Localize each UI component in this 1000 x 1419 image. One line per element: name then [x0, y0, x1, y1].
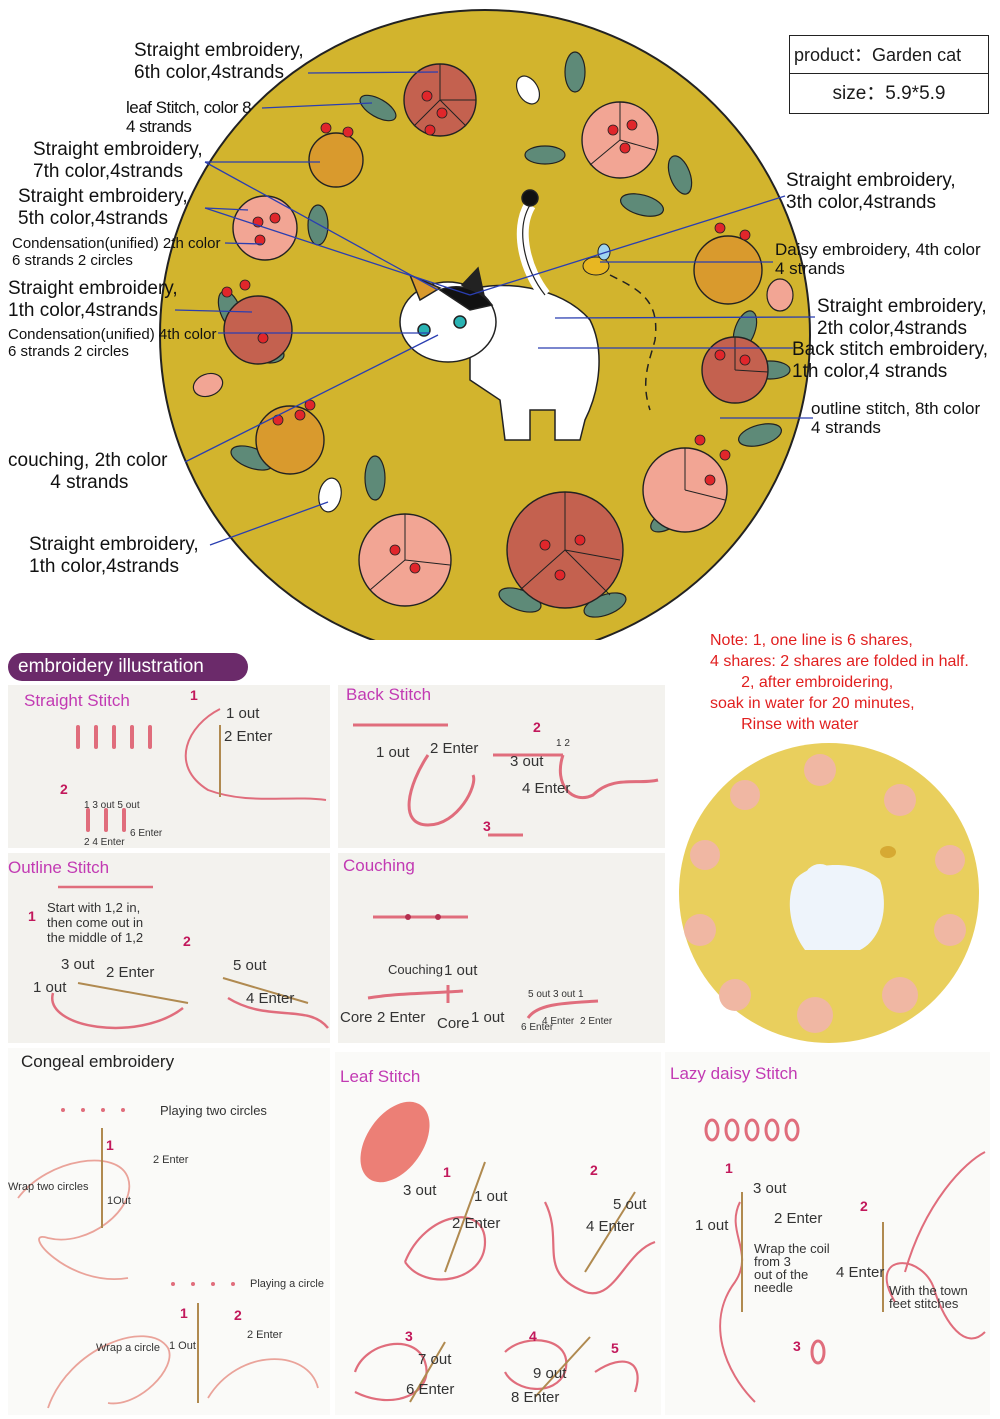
panel-title: Congeal embroidery — [21, 1052, 175, 1071]
panel-title: Straight Stitch — [24, 691, 130, 710]
care-note: Note: 1, one line is 6 shares, 4 shares:… — [710, 632, 969, 733]
product-info-box: product：Garden cat size：5.9*5.9 — [789, 35, 989, 114]
panel-outline-stitch: Outline Stitch 1 Start with 1,2 in, then… — [8, 853, 330, 1043]
panel-straight-stitch: Straight Stitch 1 1 out 2 Enter 2 1 3 ou… — [8, 685, 330, 848]
section-banner: embroidery illustration — [8, 653, 248, 681]
label-straight-7th: Straight embroidery, 7th color,4strands — [33, 139, 203, 182]
label-back-stitch-1th: Back stitch embroidery, 1th color,4 stra… — [792, 339, 989, 382]
label-condensation-4th: Condensation(unified) 4th color 6 strand… — [8, 326, 217, 360]
panel-back-stitch: Back Stitch 1 out 2 Enter 2 3 out 4 Ente… — [338, 685, 665, 848]
label-straight-5th: Straight embroidery, 5th color,4strands — [18, 186, 188, 229]
panel-congeal: Congeal embroidery Playing two circles 1… — [8, 1048, 330, 1415]
panel-couching: Couching Couching 1 out Core 2 Enter Cor… — [338, 853, 665, 1043]
label-straight-6th: Straight embroidery, 6th color,4strands — [134, 40, 304, 83]
product-name: product：Garden cat — [790, 36, 988, 74]
pattern-artwork — [159, 9, 816, 640]
panel-title: Back Stitch — [346, 685, 432, 704]
label-condensation-2th: Condensation(unified) 2th color 6 strand… — [12, 235, 221, 269]
label-straight-1th-b: Straight embroidery, 1th color,4strands — [29, 534, 199, 577]
label-straight-2th: Straight embroidery, 2th color,4strands — [817, 296, 987, 339]
panel-lazy-daisy: Lazy daisy Stitch 1 3 out 1 out 2 Enter … — [665, 1052, 990, 1415]
panel-title: Lazy daisy Stitch — [670, 1064, 798, 1083]
label-leaf-stitch-8: leaf Stitch, color 8 4 strands — [126, 98, 252, 136]
label-straight-3th: Straight embroidery, 3th color,4strands — [786, 170, 956, 213]
product-size: size：5.9*5.9 — [832, 83, 946, 104]
label-outline-8th: outline stitch, 8th color 4 strands — [811, 399, 981, 437]
panel-title: Couching — [343, 856, 415, 875]
panel-title: Leaf Stitch — [340, 1067, 421, 1086]
label-daisy-4th: Daisy embroidery, 4th color 4 strands — [775, 240, 981, 278]
panel-title: Outline Stitch — [8, 858, 110, 877]
label-couching-2th: couching, 2th color 4 strands — [8, 450, 168, 493]
label-straight-1th-a: Straight embroidery, 1th color,4strands — [8, 278, 178, 321]
panel-leaf-stitch: Leaf Stitch 1 3 out 1 out 2 Enter 2 5 ou… — [335, 1052, 661, 1415]
